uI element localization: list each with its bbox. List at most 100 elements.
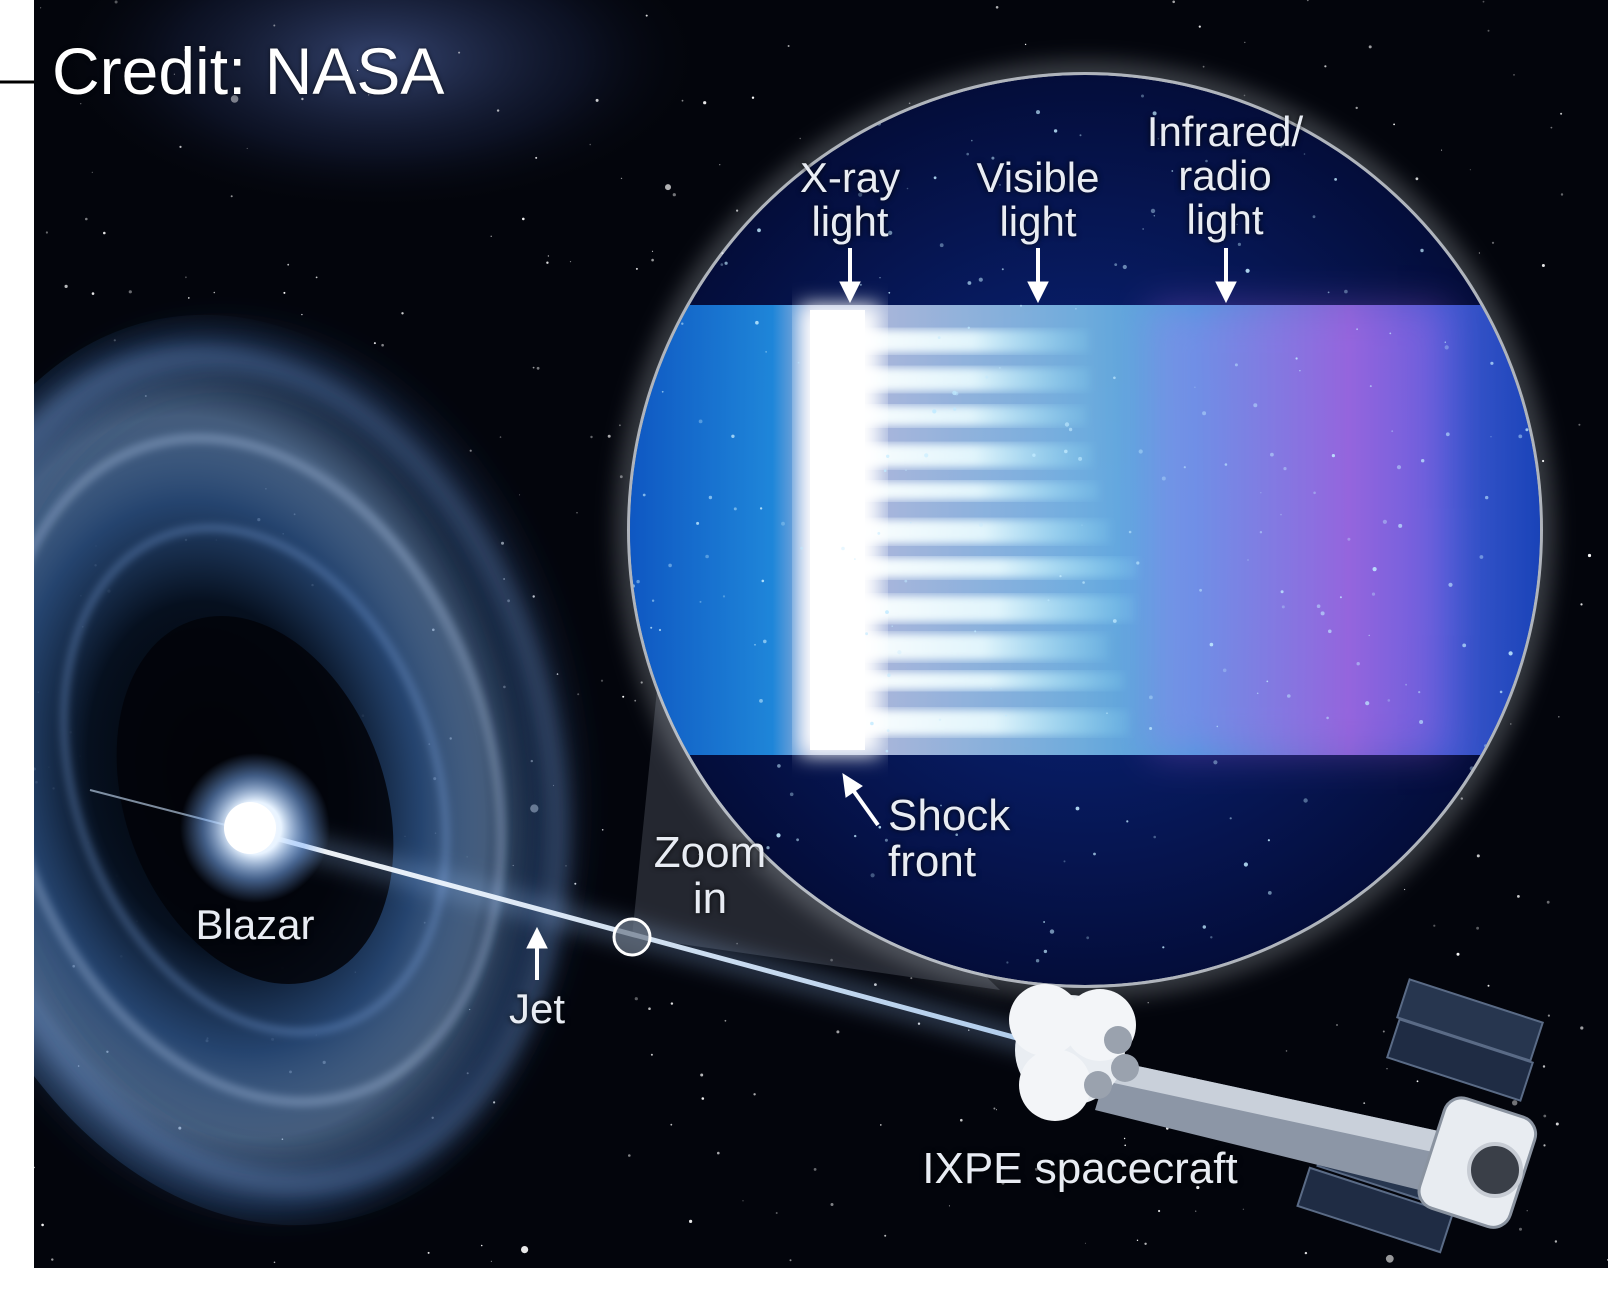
star: [799, 137, 801, 140]
star: [546, 261, 549, 264]
ixpe-spacecraft: [1009, 978, 1545, 1254]
star: [1001, 1181, 1005, 1185]
sparkle: [1202, 411, 1207, 416]
sparkle: [933, 176, 937, 180]
star: [1587, 553, 1592, 558]
star: [1547, 1014, 1550, 1017]
star: [1304, 1251, 1308, 1255]
sparkle: [1068, 427, 1073, 432]
sparkle: [1518, 434, 1523, 439]
sparkle: [886, 454, 890, 458]
star: [724, 1019, 727, 1022]
sparkle: [1075, 806, 1080, 811]
star: [45, 231, 49, 234]
sparkle: [859, 283, 862, 286]
sparkle: [906, 187, 909, 190]
star: [1147, 1002, 1149, 1004]
star: [1363, 1102, 1366, 1104]
star: [880, 1124, 882, 1126]
star: [1469, 169, 1471, 171]
star: [830, 958, 833, 962]
star: [1084, 1242, 1086, 1244]
sparkle: [1035, 959, 1040, 963]
sparkle: [1328, 629, 1332, 634]
star: [427, 1251, 430, 1254]
sparkle: [722, 595, 726, 598]
star: [103, 231, 106, 235]
sparkle: [879, 277, 881, 279]
sparkle: [1490, 361, 1494, 365]
star: [1487, 29, 1490, 32]
star: [648, 1007, 651, 1010]
sparkle: [1253, 403, 1258, 408]
sparkle: [1313, 491, 1316, 495]
sparkle: [1113, 376, 1116, 380]
sparkle: [1247, 559, 1249, 561]
sparkle: [1152, 111, 1157, 116]
sparkle: [1149, 727, 1153, 730]
star: [874, 983, 877, 986]
star: [719, 164, 721, 166]
star: [595, 98, 599, 102]
star: [1242, 1208, 1245, 1211]
star: [589, 143, 591, 146]
star: [57, 78, 61, 82]
star: [910, 977, 913, 980]
sparkle: [1112, 619, 1117, 623]
label-arrows: [526, 248, 1237, 980]
star: [1487, 984, 1490, 987]
star: [490, 1260, 492, 1262]
sparkle: [1059, 575, 1062, 578]
star: [1144, 1242, 1147, 1246]
sparkle: [1049, 929, 1055, 934]
sparkle: [1043, 921, 1045, 923]
sparkle: [696, 521, 700, 525]
star: [1482, 0, 1485, 3]
star: [620, 177, 623, 180]
sparkle: [1418, 691, 1421, 694]
star: [1393, 123, 1395, 126]
sparkle: [978, 277, 983, 282]
star: [995, 1109, 997, 1111]
star: [301, 97, 304, 101]
star: [1324, 65, 1327, 68]
sparkle: [1331, 454, 1335, 458]
sparkle: [1236, 223, 1238, 226]
star: [717, 1151, 720, 1155]
star: [283, 291, 286, 294]
sparkle: [1161, 476, 1166, 481]
sparkle: [1280, 142, 1285, 147]
star: [628, 1154, 631, 1157]
sparkle: [865, 632, 868, 636]
star: [381, 343, 384, 347]
star: [948, 1205, 950, 1207]
star: [40, 7, 42, 9]
sparkle: [658, 628, 662, 632]
star: [34, 1166, 35, 1169]
star: [698, 853, 701, 856]
star: [1336, 1024, 1338, 1026]
sparkle: [953, 407, 957, 411]
sparkle: [1525, 428, 1529, 432]
star: [775, 1212, 778, 1214]
star: [490, 235, 492, 237]
sparkle: [1266, 680, 1269, 683]
sparkle: [884, 838, 888, 842]
star: [789, 1259, 792, 1262]
sparkle: [789, 792, 794, 797]
jet-label: Jet: [508, 985, 566, 1032]
star: [1456, 952, 1460, 956]
sparkle: [1093, 852, 1096, 856]
sparkle: [985, 375, 989, 379]
star: [532, 366, 535, 369]
shock-streak: [830, 558, 1138, 578]
star: [600, 679, 604, 682]
star: [1580, 1026, 1584, 1030]
sparkle: [1347, 537, 1351, 541]
star: [1513, 74, 1515, 76]
star: [1404, 888, 1406, 891]
star: [651, 258, 654, 262]
shock-front-label: Shock front: [888, 791, 1011, 887]
zoom-in-label: Zoom in: [653, 828, 767, 924]
sparkle: [1229, 817, 1232, 820]
